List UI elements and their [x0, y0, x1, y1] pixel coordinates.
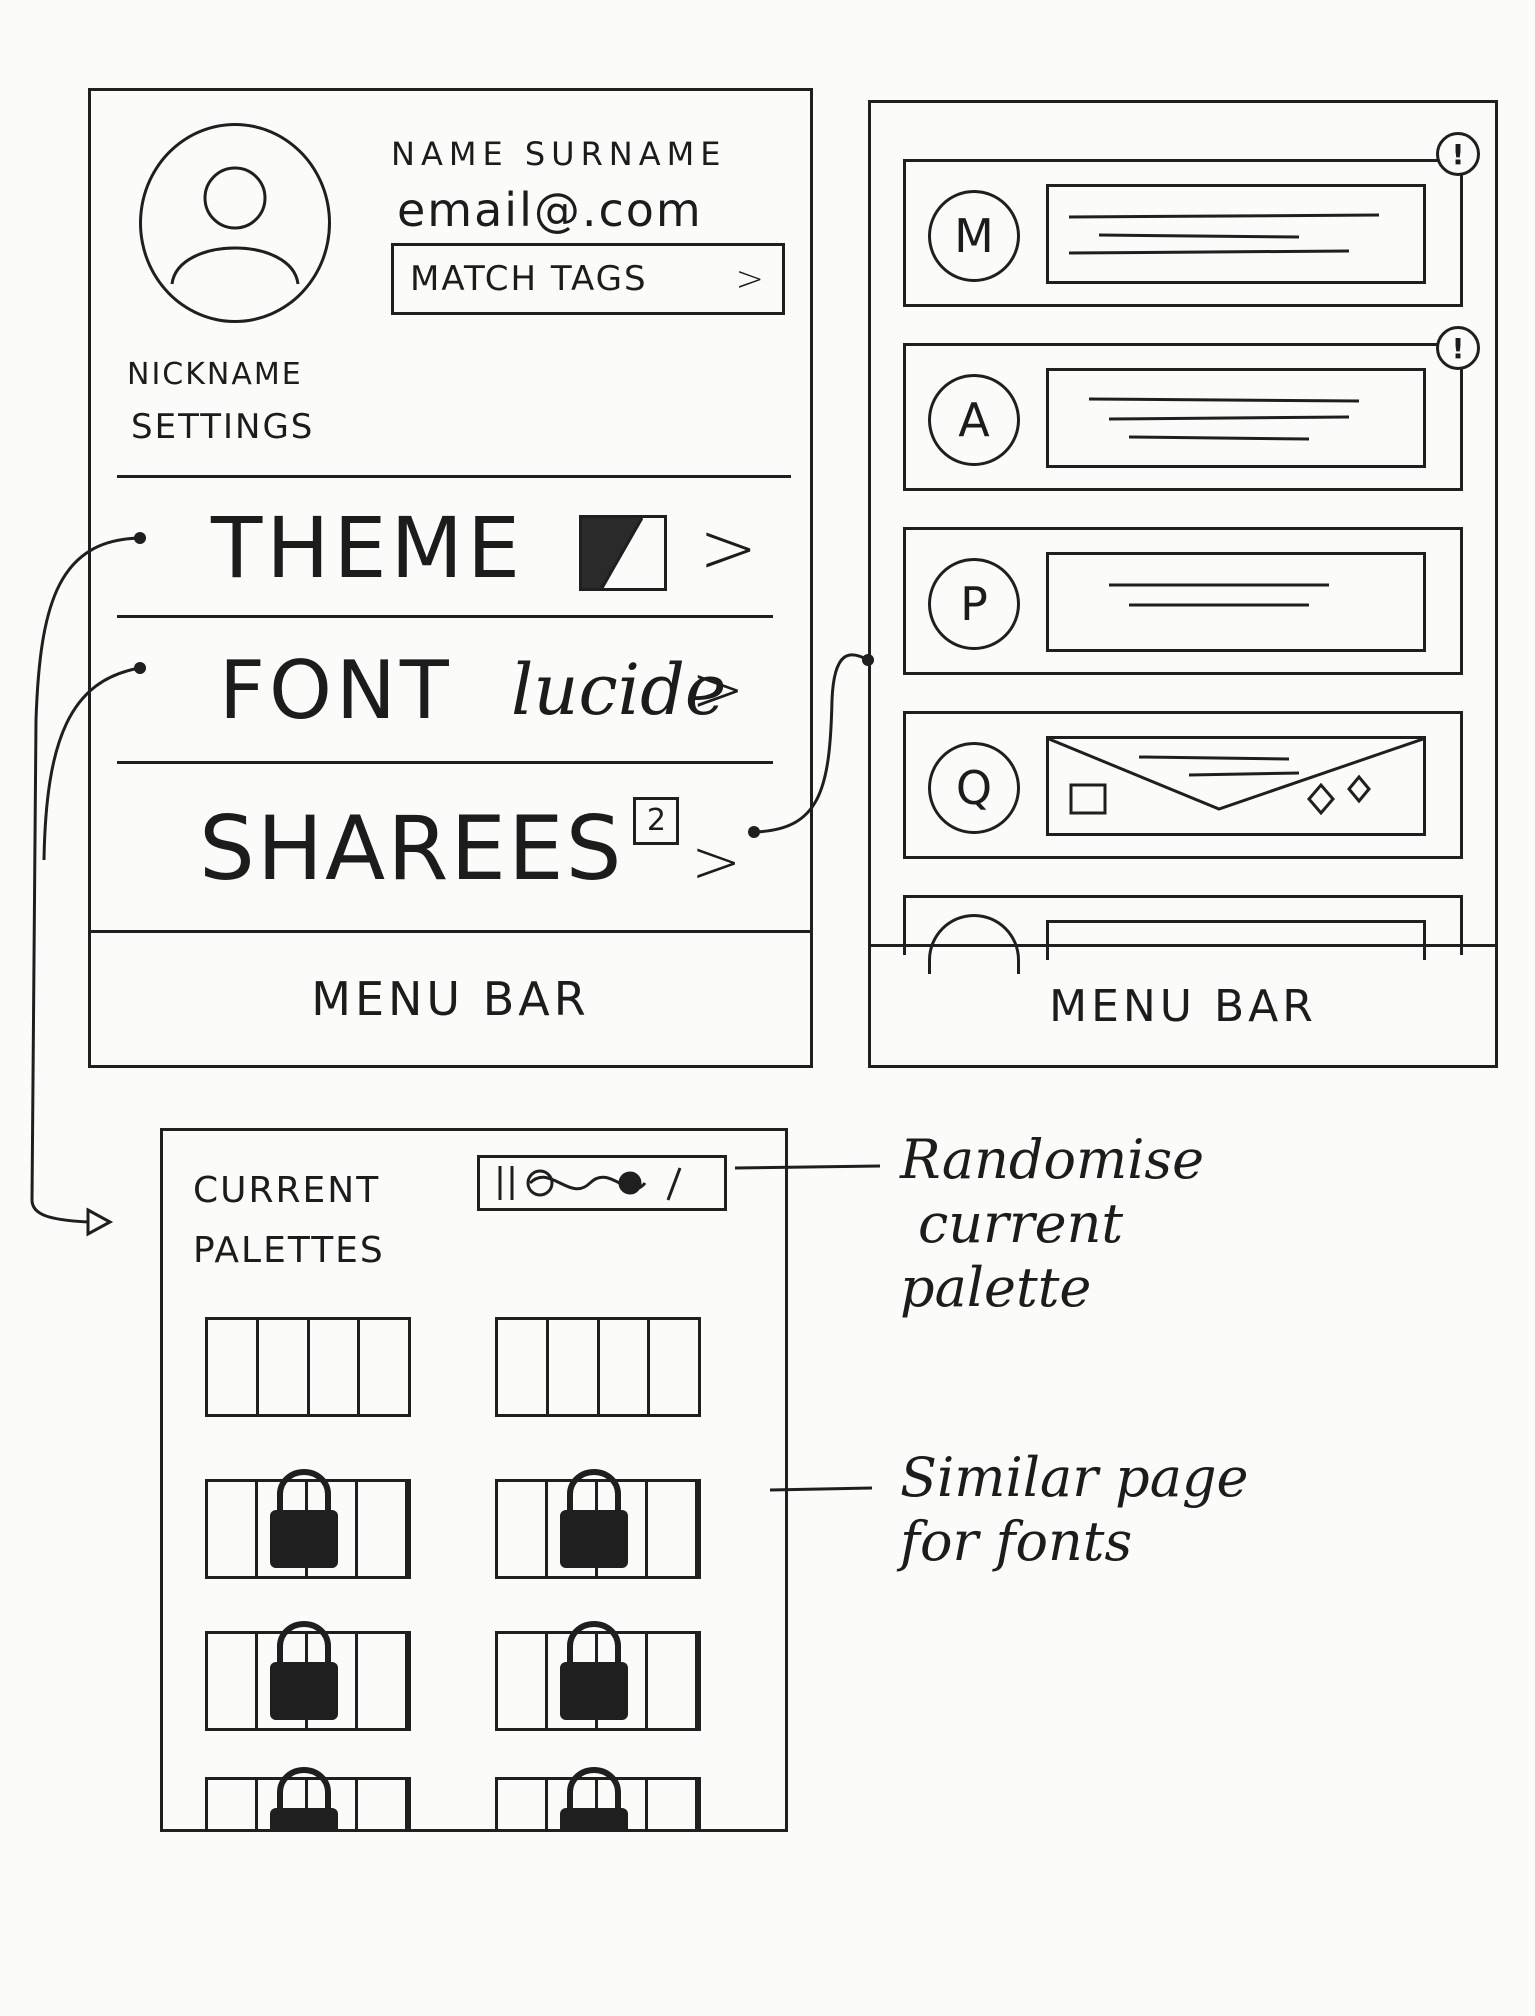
- match-tags-label: MATCH TAGS: [410, 259, 648, 299]
- message-preview: [1046, 184, 1426, 284]
- palette-card-locked[interactable]: [495, 1469, 701, 1579]
- chevron-right-icon: >: [699, 507, 758, 589]
- chevron-right-icon: >: [735, 259, 766, 299]
- lock-icon: [560, 1469, 628, 1568]
- annotation-line: for fonts: [900, 1510, 1133, 1573]
- annotation-line: palette: [900, 1256, 1092, 1319]
- profile-nickname: NICKNAME: [127, 357, 303, 392]
- avatar[interactable]: [139, 123, 331, 323]
- menu-bar[interactable]: MENU BAR: [88, 930, 813, 1068]
- palettes-title: CURRENT PALETTES: [193, 1161, 385, 1281]
- lock-icon: [270, 1767, 338, 1829]
- theme-swatch-icon: [579, 515, 667, 591]
- lock-icon: [560, 1621, 628, 1720]
- menu-bar-label: MENU BAR: [1049, 980, 1317, 1032]
- sharees-screen: M ! A ! P Q: [868, 100, 1498, 1068]
- annotation-line: Randomise: [900, 1128, 1205, 1191]
- menu-item-label: THEME: [211, 499, 525, 597]
- divider: [117, 761, 773, 764]
- menu-item-label: SHAREES: [199, 797, 624, 900]
- settings-screen: NAME SURNAME email@.com MATCH TAGS > NIC…: [88, 88, 813, 1068]
- sharee-card[interactable]: P: [903, 527, 1463, 675]
- sharee-card[interactable]: M !: [903, 132, 1480, 307]
- sharee-initial-avatar: A: [928, 374, 1020, 466]
- menu-item-theme[interactable]: THEME >: [91, 481, 810, 615]
- palette-card[interactable]: [495, 1317, 701, 1417]
- menu-bar[interactable]: MENU BAR: [868, 944, 1498, 1068]
- palette-card-locked[interactable]: [205, 1469, 411, 1579]
- dice-randomise-icon: [498, 1166, 682, 1201]
- fonts-annotation: Similar page for fonts: [900, 1446, 1248, 1574]
- divider: [117, 475, 791, 478]
- alert-icon: !: [1436, 326, 1480, 370]
- randomise-palette-button[interactable]: [477, 1155, 727, 1211]
- font-preview-value: lucide: [511, 649, 727, 731]
- palette-card-locked[interactable]: [205, 1767, 411, 1829]
- divider: [117, 615, 773, 618]
- lock-icon: [560, 1767, 628, 1829]
- palette-card-locked[interactable]: [495, 1767, 701, 1829]
- message-preview: [1046, 920, 1426, 960]
- message-preview: [1046, 552, 1426, 652]
- sharee-initial-avatar: Q: [928, 742, 1020, 834]
- settings-section-title: SETTINGS: [131, 407, 315, 447]
- chevron-right-icon: >: [691, 827, 742, 897]
- palette-card-locked[interactable]: [205, 1621, 411, 1731]
- randomise-annotation: Randomise current palette: [900, 1128, 1204, 1320]
- person-icon: [170, 166, 300, 285]
- chevron-right-icon: >: [691, 653, 745, 727]
- menu-bar-label: MENU BAR: [311, 972, 590, 1026]
- sharees-count-badge: 2: [633, 797, 680, 845]
- palettes-screen: CURRENT PALETTES: [160, 1128, 788, 1832]
- image-message-preview: [1046, 736, 1426, 836]
- match-tags-button[interactable]: MATCH TAGS >: [391, 243, 785, 315]
- palettes-title-line: PALETTES: [193, 1230, 385, 1271]
- lock-icon: [270, 1469, 338, 1568]
- menu-item-font[interactable]: FONT lucide >: [91, 619, 810, 761]
- sharee-card[interactable]: A !: [903, 326, 1480, 491]
- menu-item-label: FONT: [219, 643, 453, 737]
- palette-card[interactable]: [205, 1317, 411, 1417]
- profile-name: NAME SURNAME: [391, 135, 727, 173]
- annotation-line: current: [918, 1192, 1124, 1255]
- alert-icon: !: [1436, 132, 1480, 176]
- sharee-initial-avatar: M: [928, 190, 1020, 282]
- sharee-card[interactable]: Q: [903, 711, 1463, 859]
- sharee-initial-avatar: P: [928, 558, 1020, 650]
- palettes-title-line: CURRENT: [193, 1170, 381, 1211]
- profile-email: email@.com: [397, 183, 703, 237]
- message-preview: [1046, 368, 1426, 468]
- annotation-line: Similar page: [900, 1446, 1249, 1509]
- lock-icon: [270, 1621, 338, 1720]
- palette-card-locked[interactable]: [495, 1621, 701, 1731]
